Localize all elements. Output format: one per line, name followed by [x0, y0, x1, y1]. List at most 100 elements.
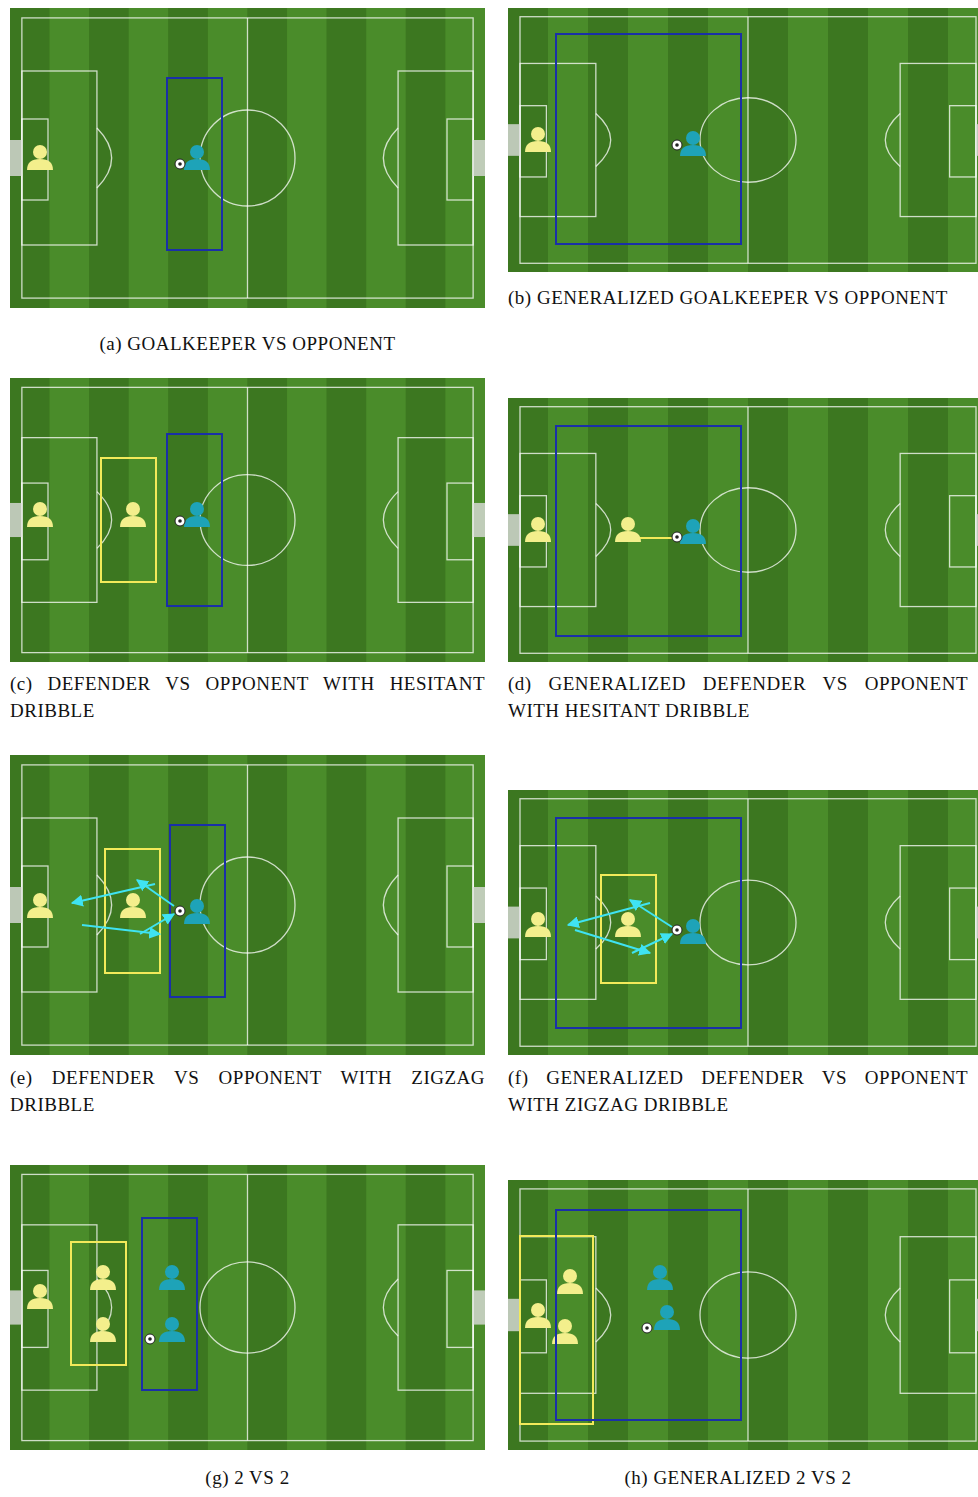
- halfway-line: [247, 18, 248, 298]
- zone-box: [170, 825, 225, 997]
- grass: [10, 378, 485, 662]
- soccer-field: [10, 755, 485, 1055]
- player-icon: [120, 502, 146, 527]
- panel-caption: (h) GENERALIZED 2 VS 2: [508, 1464, 968, 1491]
- penalty-box: [520, 63, 596, 216]
- grass-stripe: [588, 398, 628, 662]
- player-body: [615, 926, 641, 937]
- grass-stripe: [588, 8, 628, 272]
- zone-box: [105, 849, 160, 973]
- grass-stripe: [548, 790, 588, 1055]
- player-head: [621, 912, 635, 926]
- penalty-box: [900, 846, 976, 1000]
- touch-line: [520, 407, 976, 654]
- centre-circle: [700, 880, 796, 965]
- penalty-arc: [383, 875, 398, 935]
- grass-stripe: [129, 8, 169, 308]
- grass-stripe: [327, 1165, 367, 1450]
- player-head: [686, 519, 700, 533]
- zone-box: [556, 818, 741, 1028]
- penalty-box: [520, 846, 596, 1000]
- goal-area: [447, 1270, 473, 1347]
- player-icon: [615, 517, 641, 542]
- grass: [10, 1165, 485, 1450]
- soccer-field: [508, 8, 978, 272]
- penalty-arc: [885, 114, 900, 167]
- player-body: [27, 1298, 53, 1309]
- zone-box: [167, 434, 222, 606]
- grass-stripe: [828, 790, 868, 1055]
- player-body: [159, 1279, 185, 1290]
- grass-stripe: [445, 755, 485, 1055]
- grass-stripe: [248, 755, 288, 1055]
- player-head: [33, 502, 47, 516]
- grass-stripe: [366, 8, 406, 308]
- grass-stripe: [668, 8, 708, 272]
- ball: [175, 906, 185, 916]
- player-body: [120, 907, 146, 918]
- touch-line: [22, 387, 473, 652]
- grass-stripe: [548, 8, 588, 272]
- player-head: [165, 1317, 179, 1331]
- goal-area: [447, 119, 473, 200]
- player-head: [96, 1265, 110, 1279]
- halfway-line: [747, 1189, 748, 1441]
- panel-caption: (e) DEFENDER VS OPPONENT WITH ZIGZAG DRI…: [10, 1064, 485, 1118]
- player-icon: [654, 1305, 680, 1330]
- grass: [10, 755, 485, 1055]
- centre-circle: [700, 1272, 796, 1358]
- grass: [10, 8, 485, 308]
- player-icon: [184, 145, 210, 170]
- player-head: [531, 127, 545, 141]
- player-icon: [184, 899, 210, 924]
- soccer-field: [10, 1165, 485, 1450]
- player-body: [647, 1279, 673, 1290]
- ball-patch: [675, 535, 679, 539]
- grass-stripe: [548, 398, 588, 662]
- goal: [10, 1290, 22, 1324]
- goal: [10, 140, 22, 176]
- grass-stripe: [208, 755, 248, 1055]
- penalty-box: [22, 71, 97, 245]
- touch-line: [22, 1174, 473, 1440]
- centre-circle: [700, 488, 796, 572]
- touch-line: [520, 17, 976, 264]
- touch-line: [22, 18, 473, 298]
- grass-stripe: [508, 8, 548, 272]
- grass-stripe: [327, 8, 367, 308]
- player-head: [190, 899, 204, 913]
- grass-stripe: [89, 1165, 129, 1450]
- player-body: [159, 1331, 185, 1342]
- panel-caption: (f) GENERALIZED DEFENDER VS OPPONENT WIT…: [508, 1064, 968, 1118]
- dribble-arrow: [137, 880, 174, 906]
- halfway-line: [747, 17, 748, 264]
- grass-stripe: [748, 8, 788, 272]
- player-icon: [525, 517, 551, 542]
- player-icon: [680, 919, 706, 944]
- grass-stripe: [788, 8, 828, 272]
- player-icon: [557, 1269, 583, 1294]
- grass-stripe: [548, 1180, 588, 1450]
- centre-circle: [200, 475, 295, 566]
- player-icon: [159, 1265, 185, 1290]
- player-icon: [615, 912, 641, 937]
- zone-box: [556, 426, 741, 636]
- soccer-field: [10, 378, 485, 662]
- halfway-line: [747, 407, 748, 654]
- grass-stripe: [10, 8, 50, 308]
- goal: [976, 514, 978, 546]
- player-icon: [680, 131, 706, 156]
- grass-stripe: [828, 8, 868, 272]
- goal-area: [520, 888, 546, 960]
- player-head: [531, 1303, 545, 1317]
- player-body: [557, 1283, 583, 1294]
- grass-stripe: [788, 398, 828, 662]
- penalty-arc: [97, 492, 112, 549]
- player-icon: [120, 893, 146, 918]
- penalty-arc: [885, 504, 900, 557]
- penalty-arc: [596, 1288, 611, 1342]
- grass-stripe: [908, 1180, 948, 1450]
- player-icon: [90, 1265, 116, 1290]
- grass-stripe: [668, 398, 708, 662]
- ball-patch: [675, 928, 679, 932]
